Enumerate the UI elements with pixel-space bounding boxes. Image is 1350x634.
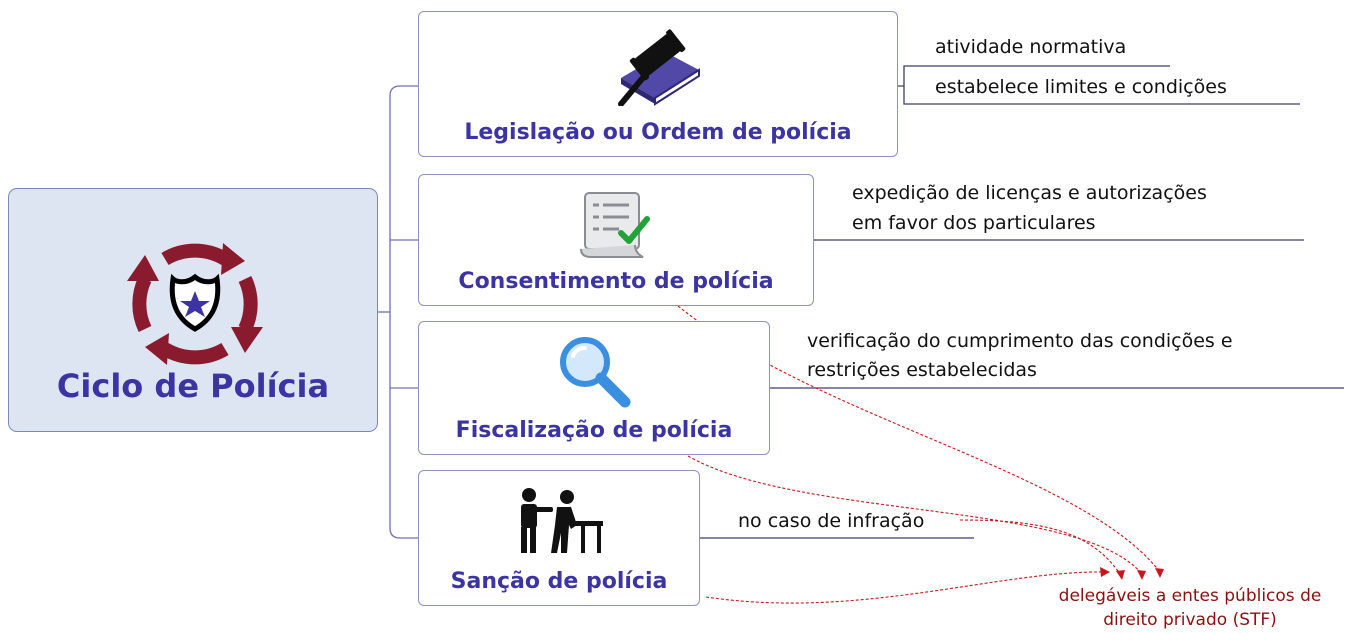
detail-restricoes-estabelecidas: restrições estabelecidas (807, 359, 1037, 381)
note-line: delegáveis a entes públicos de (1058, 586, 1322, 606)
topic-label: Consentimento de polícia (458, 269, 774, 294)
detail-expedicao-licencas: expedição de licenças e autorizações (852, 182, 1207, 204)
topic-sancao[interactable]: Sanção de polícia (418, 470, 700, 606)
underline-estabelece (903, 86, 1300, 105)
delegation-arrow-sancao (705, 571, 1107, 604)
topic-fiscalizacao[interactable]: Fiscalização de polícia (418, 321, 770, 455)
gavel-book-icon (618, 29, 700, 106)
checklist-document-icon (580, 192, 650, 258)
delegation-note: delegáveis a entes públicos de direito p… (1030, 584, 1350, 632)
detail-em-favor-particulares: em favor dos particulares (852, 212, 1096, 234)
topic-label: Sanção de polícia (450, 569, 668, 594)
arrowhead (1116, 570, 1125, 580)
detail-verificacao-cumprimento: verificação do cumprimento das condições… (807, 330, 1233, 352)
central-topic[interactable]: Ciclo de Polícia (8, 188, 378, 432)
detail-atividade-normativa: atividade normativa (935, 36, 1127, 58)
delegation-arrow-infracao (959, 519, 1121, 575)
topic-consentimento[interactable]: Consentimento de polícia (418, 174, 814, 306)
arrowhead (1155, 568, 1164, 578)
note-line: direito privado (STF) (1103, 610, 1277, 630)
cycle-badge-icon (127, 243, 263, 365)
underline-atividade (898, 65, 1170, 87)
topic-label: Legislação ou Ordem de polícia (464, 120, 852, 145)
arrowhead (1137, 570, 1146, 580)
topic-label: Fiscalização de polícia (455, 418, 733, 443)
magnifier-icon (560, 337, 631, 408)
detail-estabelece-limites: estabelece limites e condições (935, 76, 1227, 98)
arrowhead (1100, 567, 1110, 577)
central-topic-title: Ciclo de Polícia (56, 367, 330, 405)
detail-no-caso-de-infracao: no caso de infração (738, 510, 925, 532)
topic-legislacao[interactable]: Legislação ou Ordem de polícia (418, 11, 898, 157)
arrest-icon (521, 488, 603, 553)
branch-spine (389, 85, 418, 539)
